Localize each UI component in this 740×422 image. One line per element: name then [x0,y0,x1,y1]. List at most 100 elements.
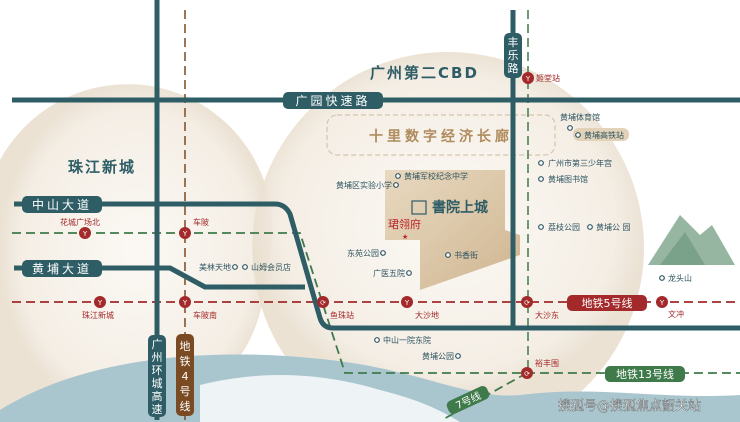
metro-station-icon [179,296,191,308]
poi-marker-icon [455,353,461,359]
metro-station[interactable]: ⟳ 裕丰围 [521,358,559,379]
label-huangpu: 黄埔大道 [22,260,102,277]
corridor-label: 十里数字经济长廊 [369,128,513,145]
poi-label: 黄埔体育馆 [560,112,600,122]
label-metro-5: 地铁5号线 [567,295,647,311]
metro-station[interactable]: Y文冲 [656,296,684,319]
station-label: 文冲 [668,309,684,319]
poi[interactable]: 书香街 [445,250,478,260]
metro-station-icon [656,296,668,308]
poi-label: 书香街 [454,250,478,260]
project-name: 書院上城 [432,199,488,216]
poi-label: 东苑公园 [347,248,379,258]
metro-station[interactable]: ⟳ 大沙东 [521,296,559,320]
poi-label: 黄埔图书馆 [548,174,588,184]
poi[interactable]: 黄埔图书馆 [538,174,588,184]
poi[interactable]: 龙头山 [659,273,692,283]
metro-station-icon [401,296,413,308]
poi-label: 荔枝公园 [548,222,580,232]
metro-glyph: Y [525,75,531,83]
project-area [385,170,520,290]
poi-label: 黄埔区实验小学 [336,180,392,190]
poi-marker-icon [232,264,238,270]
poi[interactable]: 黄埔公园 [422,351,461,361]
poi[interactable]: 中山一院东院 [374,335,431,345]
poi-label: 山姆会员店 [251,262,291,272]
poi-marker-icon [538,176,544,182]
metro-station[interactable]: Y 珠江新城 [82,296,114,320]
poi-label: 中山一院东院 [383,335,431,345]
district-cbd: 广州第二CBD [370,64,479,82]
poi[interactable]: 山姆会员店 [242,262,291,272]
poi-marker-icon [395,173,401,179]
metro-glyph: ⟳ [524,370,530,378]
station-label: 鱼珠站 [330,310,354,320]
poi[interactable]: 东苑公园 [347,248,386,258]
station-label: 车陂 [193,217,209,227]
metro-glyph: Y [97,299,103,307]
watermark: 搜狐号@搜狐焦点韶关站 [558,398,701,414]
poi-label: 广州市第三少年宫 [548,158,612,168]
poi-marker-icon [587,224,593,230]
metro-station-icon [79,227,91,239]
label-metro-13: 地铁13号线 [605,366,685,382]
road-zhongshan [14,201,740,331]
project-logo-icon [411,200,427,215]
poi-marker-icon [380,250,386,256]
metro-glyph: Y [182,230,188,238]
district-zhujiang: 珠江新城 [68,158,136,176]
label-guangyuan: 广园快速路 [283,92,383,109]
poi[interactable]: 黄埔军校纪念中学 [395,171,468,181]
poi[interactable]: 黄埔公 园 [587,222,631,232]
poi-label: 广医五院 [373,268,405,278]
poi-marker-icon [567,125,573,131]
station-label: 珠江新城 [82,310,114,320]
interchange-icon [521,367,533,379]
poi[interactable]: 黄埔区实验小学 [336,180,399,190]
poi-marker-icon [242,264,248,270]
svg-text:广园快速路: 广园快速路 [295,93,370,108]
metro-station-icon [94,296,106,308]
poi-label: 黄埔高铁站 [584,130,624,140]
zhujiang-circle [0,84,273,420]
poi[interactable]: 黄埔高铁站 [573,128,629,141]
poi-label: 黄埔军校纪念中学 [404,171,468,181]
metro-station-icon [522,72,534,84]
svg-text:地铁13号线: 地铁13号线 [616,367,674,381]
metro-station[interactable]: Y 姬堂站 [522,72,560,84]
corridor-box [326,114,556,156]
metro-station[interactable]: ⟳鱼珠站 [317,296,354,320]
poi-label: 美林天地 [199,262,231,272]
station-label: 大沙东 [535,310,559,320]
poi[interactable]: 美林天地 [199,262,238,272]
poi-marker-icon [659,275,665,281]
poi-label: 龙头山 [668,273,692,283]
metro-glyph: ⟳ [524,299,530,307]
metro-glyph: Y [82,230,88,238]
poi[interactable]: 黄埔体育馆 [560,112,600,131]
poi[interactable]: 广医五院 [373,268,412,278]
poi[interactable]: 广州市第三少年宫 [538,158,612,168]
project-star-icon: ★ [402,233,408,241]
poi-label: 黄埔公 园 [596,222,631,232]
poi[interactable]: 荔枝公园 [538,222,580,232]
station-label: 大沙地 [415,310,439,320]
metro-station[interactable]: Y 车陂 [179,217,209,239]
svg-text:广州环城高速: 广州环城高速 [152,338,163,416]
label-fengle: 丰乐路 [504,33,522,78]
poi-marker-icon [538,160,544,166]
poi-marker-icon [575,132,581,138]
project-sub: 珺翎府 [388,217,421,231]
station-label: 姬堂站 [536,73,560,83]
label-zhongshan: 中山大道 [22,196,102,213]
svg-text:丰乐路: 丰乐路 [508,36,519,75]
metro-station-icon [179,227,191,239]
poi-marker-icon [374,337,380,343]
station-label: 裕丰围 [535,358,559,368]
